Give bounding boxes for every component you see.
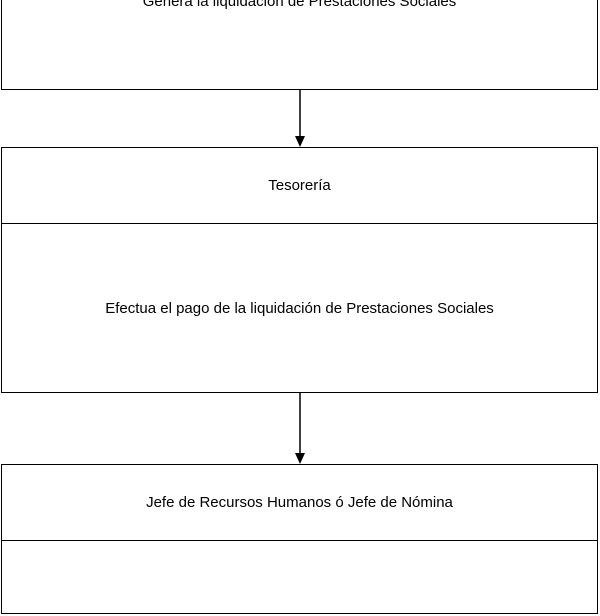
step-description: Genera la liquidación de Prestaciones So…: [142, 0, 457, 10]
step-description: [2, 540, 597, 616]
flow-arrow: [295, 393, 305, 464]
flow-arrow: [295, 90, 305, 147]
process-box-generate: Genera la liquidación de Prestaciones So…: [1, 0, 598, 90]
process-box-tesoreria: Tesorería Efectua el pago de la liquidac…: [1, 147, 598, 393]
process-box-jefe-rrhh: Jefe de Recursos Humanos ó Jefe de Nómin…: [1, 464, 598, 614]
step-role: Tesorería: [268, 177, 331, 194]
step-description: Efectua el pago de la liquidación de Pre…: [2, 223, 597, 393]
step-role: Jefe de Recursos Humanos ó Jefe de Nómin…: [146, 494, 453, 511]
